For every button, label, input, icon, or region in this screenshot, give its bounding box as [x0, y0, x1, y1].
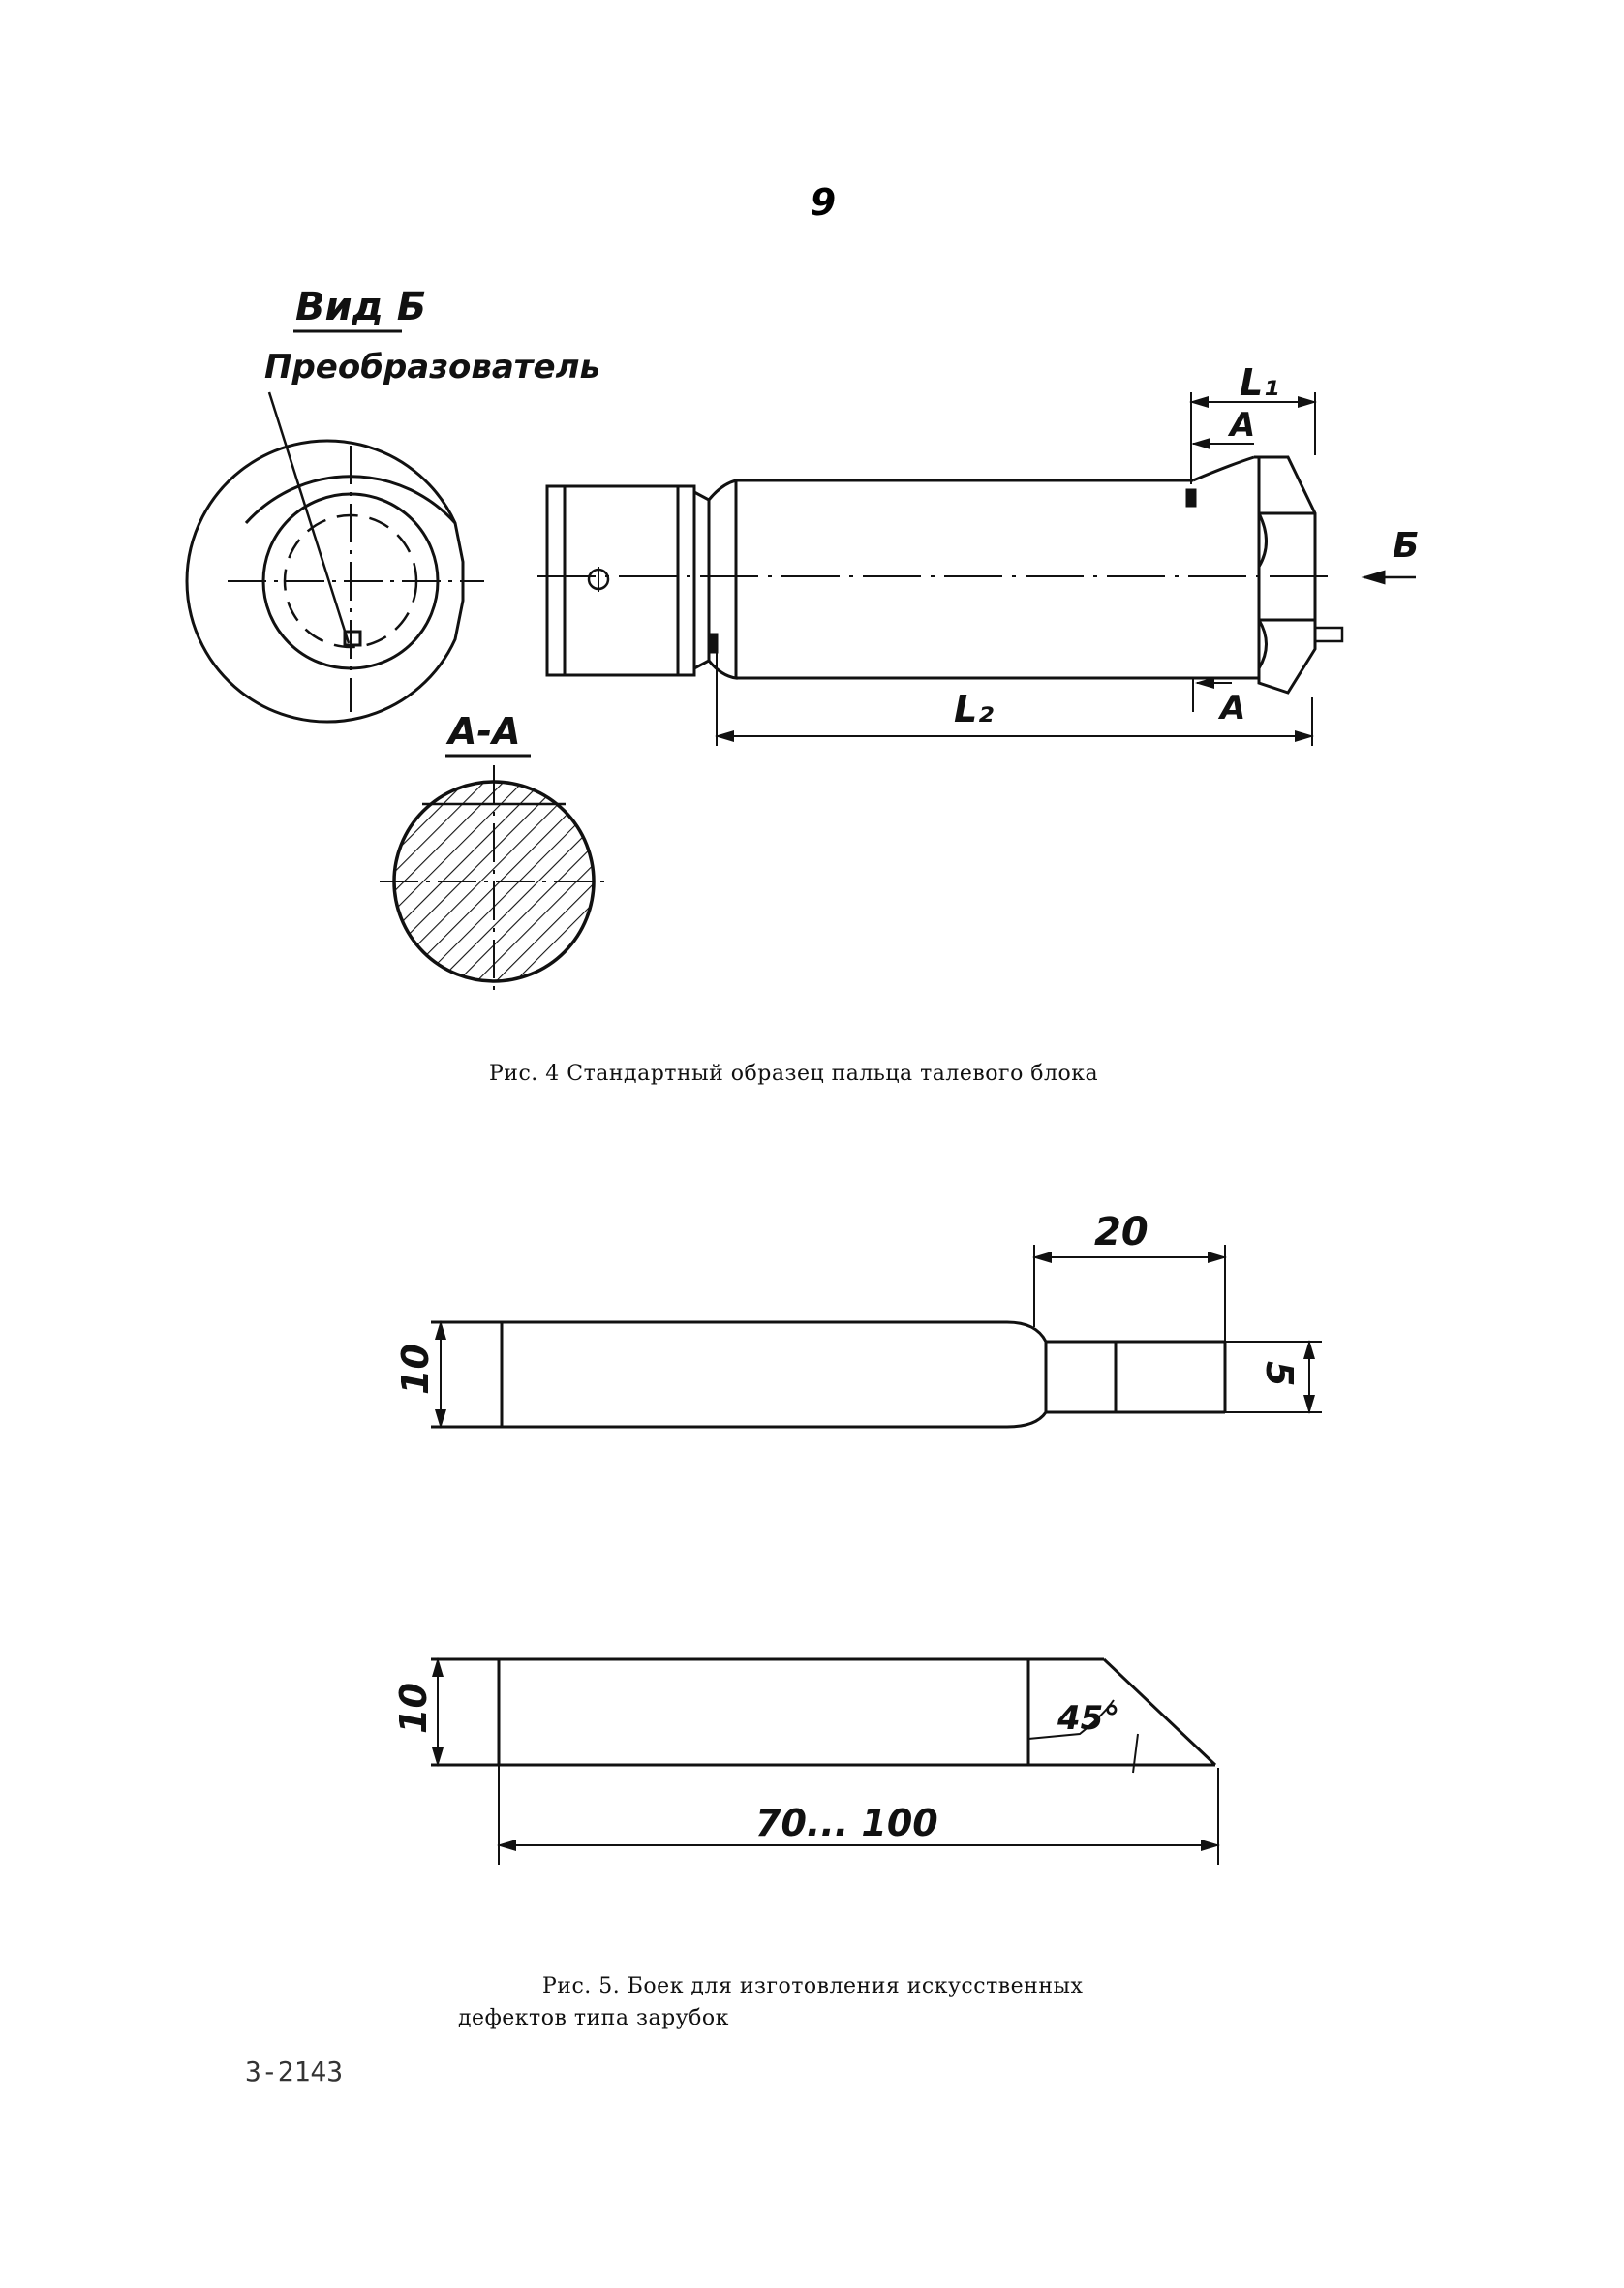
striker-top-view	[431, 1320, 1227, 1429]
mark-a-bottom: А	[1217, 689, 1245, 727]
dim-angle-label: 45°	[1057, 1699, 1119, 1738]
pin-side-view	[537, 455, 1344, 695]
striker-side-view	[431, 1657, 1217, 1774]
section-aa-label: А-А	[445, 710, 521, 753]
dim-20-label: 20	[1094, 1210, 1149, 1254]
figure-5: 20 10 5 45° 10 70... 100	[392, 1210, 1322, 1865]
figure-5-caption-line-1: Рис. 5. Боек для изготовления искусствен…	[542, 1974, 1083, 1998]
footer-code: 3-2143	[245, 2056, 343, 2087]
view-b-label: Вид Б	[295, 285, 426, 329]
dim-10-top-label: 10	[394, 1344, 437, 1395]
transducer-label: Преобразователь	[264, 348, 600, 386]
figure-4: Вид Б Преобразователь А-А	[185, 285, 1419, 998]
figure-5-caption-line-2: дефектов типа зарубок	[458, 2006, 729, 2030]
dim-5-label: 5	[1258, 1361, 1301, 1386]
dim-l1-label: L₁	[1240, 361, 1279, 404]
page-number: 9	[811, 181, 836, 224]
arrow-b-label: Б	[1393, 526, 1419, 566]
figure-4-caption: Рис. 4 Стандартный образец пальца талево…	[489, 1062, 1098, 1086]
dim-10-bottom-label: 10	[392, 1683, 435, 1734]
dim-l2-label: L₂	[954, 688, 994, 730]
section-aa	[380, 765, 608, 998]
mark-a-top: А	[1227, 406, 1255, 445]
end-view	[185, 439, 484, 724]
dim-length-label: 70... 100	[755, 1802, 938, 1844]
